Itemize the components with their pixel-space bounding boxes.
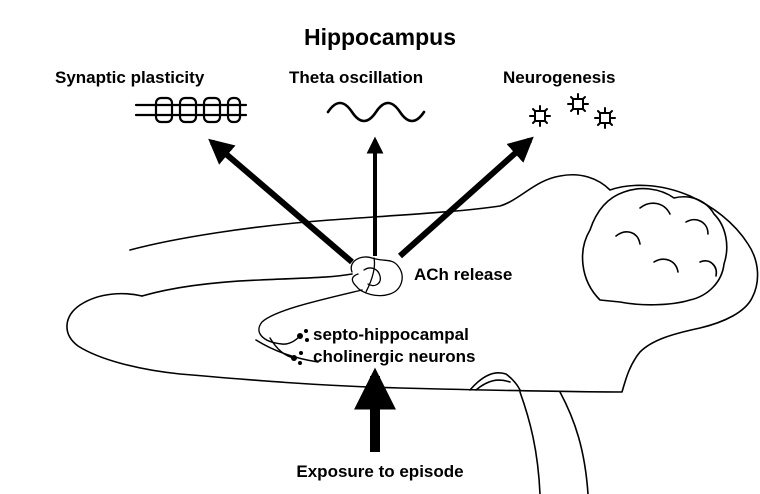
theta-oscillation-label: Theta oscillation [289, 68, 424, 87]
diagram-title: Hippocampus [303, 24, 457, 50]
arrow-to-synaptic-plasticity [208, 138, 354, 265]
exposure-label: Exposure to episode [296, 462, 464, 481]
neurons-label-line1: septo-hippocampal [313, 325, 469, 344]
neuron-icon [291, 329, 309, 365]
synapse-chain-icon [134, 96, 248, 124]
hippocampus-sketch [350, 256, 403, 297]
ach-release-label: ACh release [414, 265, 513, 284]
synaptic-plasticity-label: Synaptic plasticity [55, 68, 205, 87]
arrows [208, 136, 534, 452]
wave-icon [326, 101, 426, 123]
neurogenesis-label: Neurogenesis [503, 68, 616, 87]
new-neuron-icon [529, 93, 616, 129]
arrow-to-neurogenesis [398, 136, 534, 259]
neurons-label-line2: cholinergic neurons [313, 347, 476, 366]
cholinergic-neurons-label: septo-hippocampal cholinergic neurons [313, 324, 475, 368]
